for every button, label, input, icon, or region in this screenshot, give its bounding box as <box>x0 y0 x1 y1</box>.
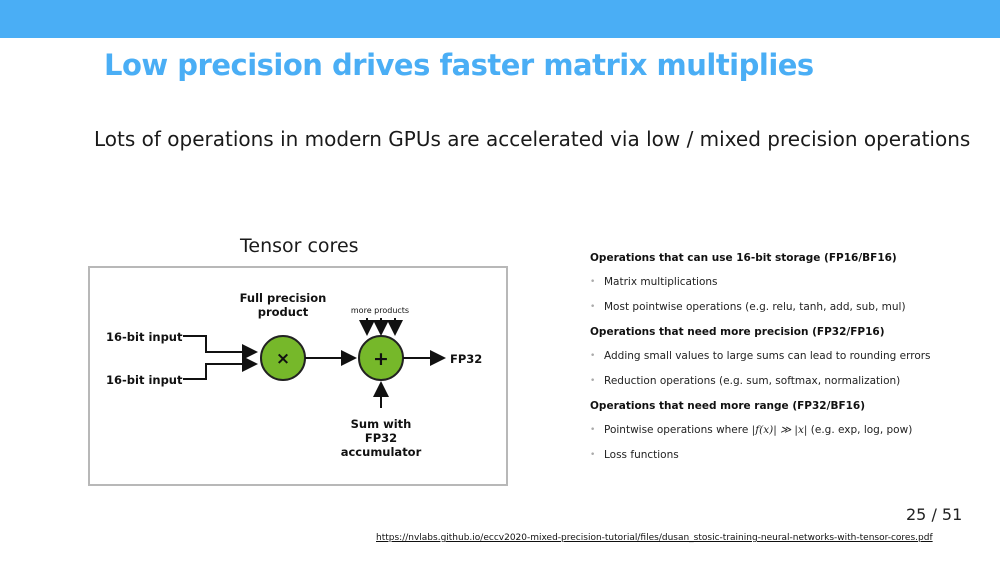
range-condition-math: |f(x)| ≫ |x| <box>751 424 808 436</box>
input-bottom-label: 16-bit input <box>106 373 183 387</box>
bullet-icon: • <box>590 376 596 386</box>
range-heading: Operations that need more range (FP32/BF… <box>590 400 866 412</box>
tensor-core-diagram: 16-bit input 16-bit input Full precision… <box>88 266 508 486</box>
list-item-text: Loss functions <box>604 449 679 461</box>
list-item-text: Matrix multiplications <box>604 276 718 288</box>
sum-label-3: accumulator <box>341 445 422 459</box>
input-top-line <box>183 335 258 360</box>
list-item-text: Adding small values to large sums can le… <box>604 350 931 362</box>
input-bottom-line <box>183 356 258 380</box>
sum-label-2: FP32 <box>365 431 397 445</box>
list-item: • Adding small values to large sums can … <box>590 348 980 373</box>
list-item: • Matrix multiplications <box>590 274 980 299</box>
slide-subtitle: Lots of operations in modern GPUs are ac… <box>94 127 971 151</box>
bullet-icon: • <box>590 450 596 460</box>
storage-heading: Operations that can use 16-bit storage (… <box>590 252 897 264</box>
output-label: FP32 <box>450 352 482 366</box>
full-precision-label-2: product <box>258 305 309 319</box>
top-bar <box>0 0 1000 38</box>
bullet-icon: • <box>590 277 596 287</box>
slide-title: Low precision drives faster matrix multi… <box>104 48 814 82</box>
operations-list: Operations that can use 16-bit storage (… <box>590 250 980 472</box>
bullet-icon: • <box>590 351 596 361</box>
list-item: • Loss functions <box>590 447 980 472</box>
multiply-symbol: × <box>276 349 290 369</box>
bullet-icon: • <box>590 425 596 435</box>
list-item-text-suffix: (e.g. exp, log, pow) <box>810 424 913 436</box>
source-link[interactable]: https://nvlabs.github.io/eccv2020-mixed-… <box>376 533 933 543</box>
page-number: 25 / 51 <box>906 505 963 524</box>
sum-label-1: Sum with <box>351 417 412 431</box>
add-symbol: + <box>373 348 389 370</box>
list-item-text-prefix: Pointwise operations where <box>604 424 749 436</box>
input-top-label: 16-bit input <box>106 330 183 344</box>
list-item: • Pointwise operations where |f(x)| ≫ |x… <box>590 422 980 447</box>
more-products-label: more products <box>351 306 409 315</box>
list-item-text: Most pointwise operations (e.g. relu, ta… <box>604 301 906 313</box>
tensor-core-diagram-svg: 16-bit input 16-bit input Full precision… <box>106 291 482 459</box>
full-precision-label-1: Full precision <box>240 291 327 305</box>
figure-caption: Tensor cores <box>240 235 359 257</box>
list-item-text: Reduction operations (e.g. sum, softmax,… <box>604 375 901 387</box>
bullet-icon: • <box>590 302 596 312</box>
precision-heading: Operations that need more precision (FP3… <box>590 326 885 338</box>
list-item: • Most pointwise operations (e.g. relu, … <box>590 299 980 324</box>
list-item: • Reduction operations (e.g. sum, softma… <box>590 373 980 398</box>
